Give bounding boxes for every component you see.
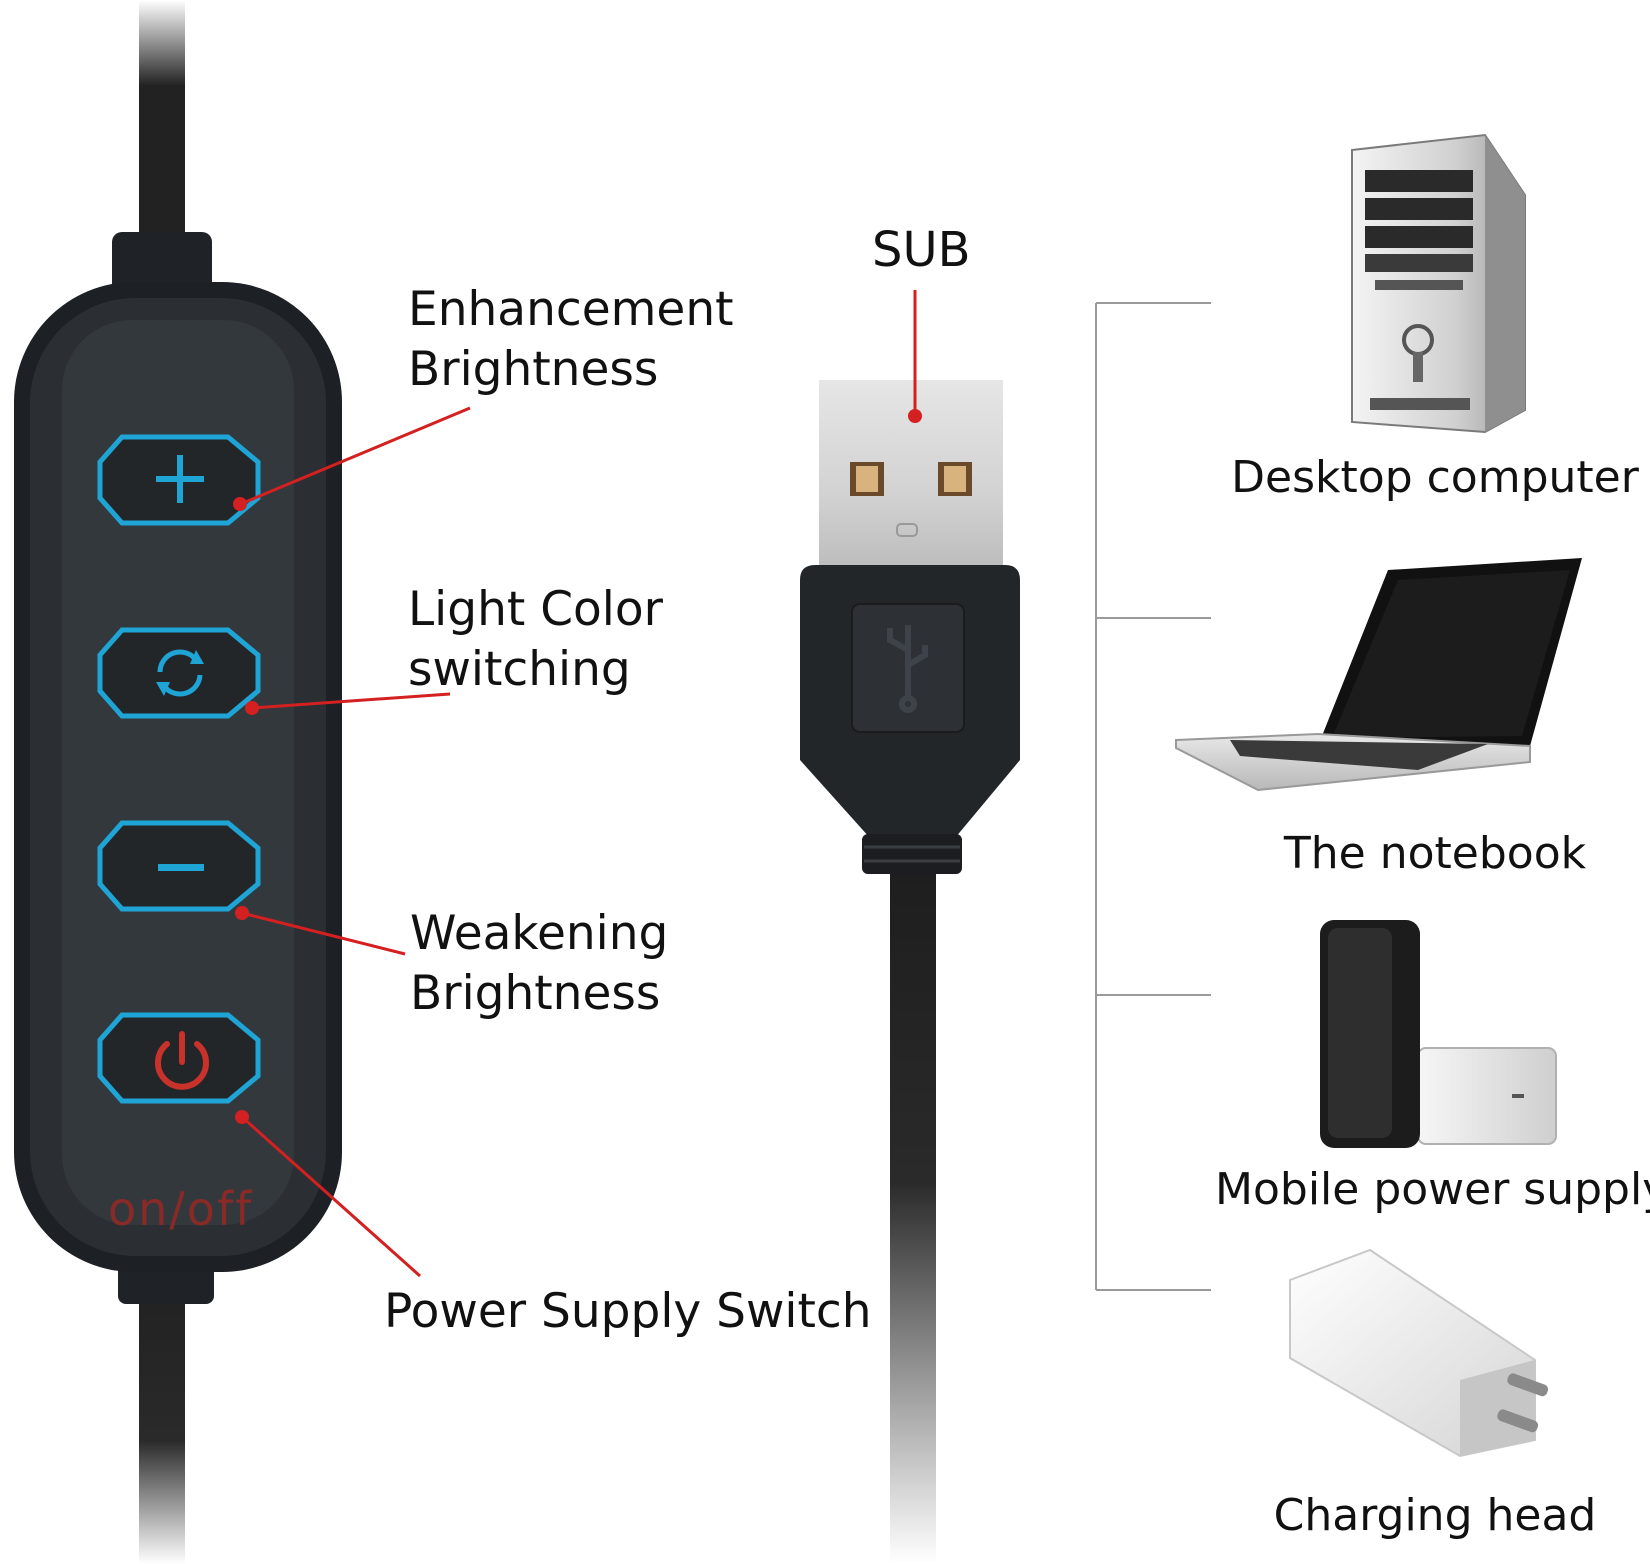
remote-cable-top [139, 0, 185, 245]
usb-metal-shell [819, 380, 1003, 570]
device-label-desktop: Desktop computer [1231, 452, 1639, 503]
device-label-mobile-power: Mobile power supply [1215, 1164, 1650, 1215]
callout-lines [241, 290, 917, 1278]
power-supply-switch-label: Power Supply Switch [384, 1284, 872, 1339]
usb-label: SUB [872, 222, 971, 278]
minus-button[interactable] [97, 820, 261, 912]
cycle-icon [156, 649, 204, 697]
weakening-label-line2: Brightness [410, 966, 661, 1021]
laptop-icon [1175, 558, 1582, 792]
remote-cable-bottom [139, 1290, 185, 1564]
remote-strain-relief-top [112, 232, 212, 296]
plus-button[interactable] [97, 434, 261, 526]
light-color-label-line2: switching [408, 642, 631, 697]
enhancement-label-line1: Enhancement [408, 282, 734, 337]
plus-icon [156, 455, 204, 503]
onoff-label: on/off [108, 1182, 254, 1236]
power-button[interactable] [97, 1012, 261, 1104]
power-bank-icon [1320, 920, 1557, 1148]
callout-dots [233, 409, 922, 1124]
device-bracket [1095, 302, 1211, 1291]
weakening-label-line1: Weakening [410, 906, 669, 961]
color-switch-button[interactable] [97, 627, 261, 719]
minus-icon [158, 864, 204, 871]
enhancement-label-line2: Brightness [408, 342, 659, 397]
usb-cable [890, 870, 936, 1564]
light-color-label-line1: Light Color [408, 582, 663, 637]
charger-icon [1289, 1248, 1549, 1458]
power-icon [155, 1031, 209, 1090]
desktop-computer-icon [1351, 133, 1526, 434]
usb-trident-icon [887, 625, 928, 713]
inline-remote [14, 282, 342, 1272]
device-label-notebook: The notebook [1283, 828, 1587, 879]
device-label-charging-head: Charging head [1273, 1490, 1597, 1541]
usb-plug [800, 380, 1020, 1564]
